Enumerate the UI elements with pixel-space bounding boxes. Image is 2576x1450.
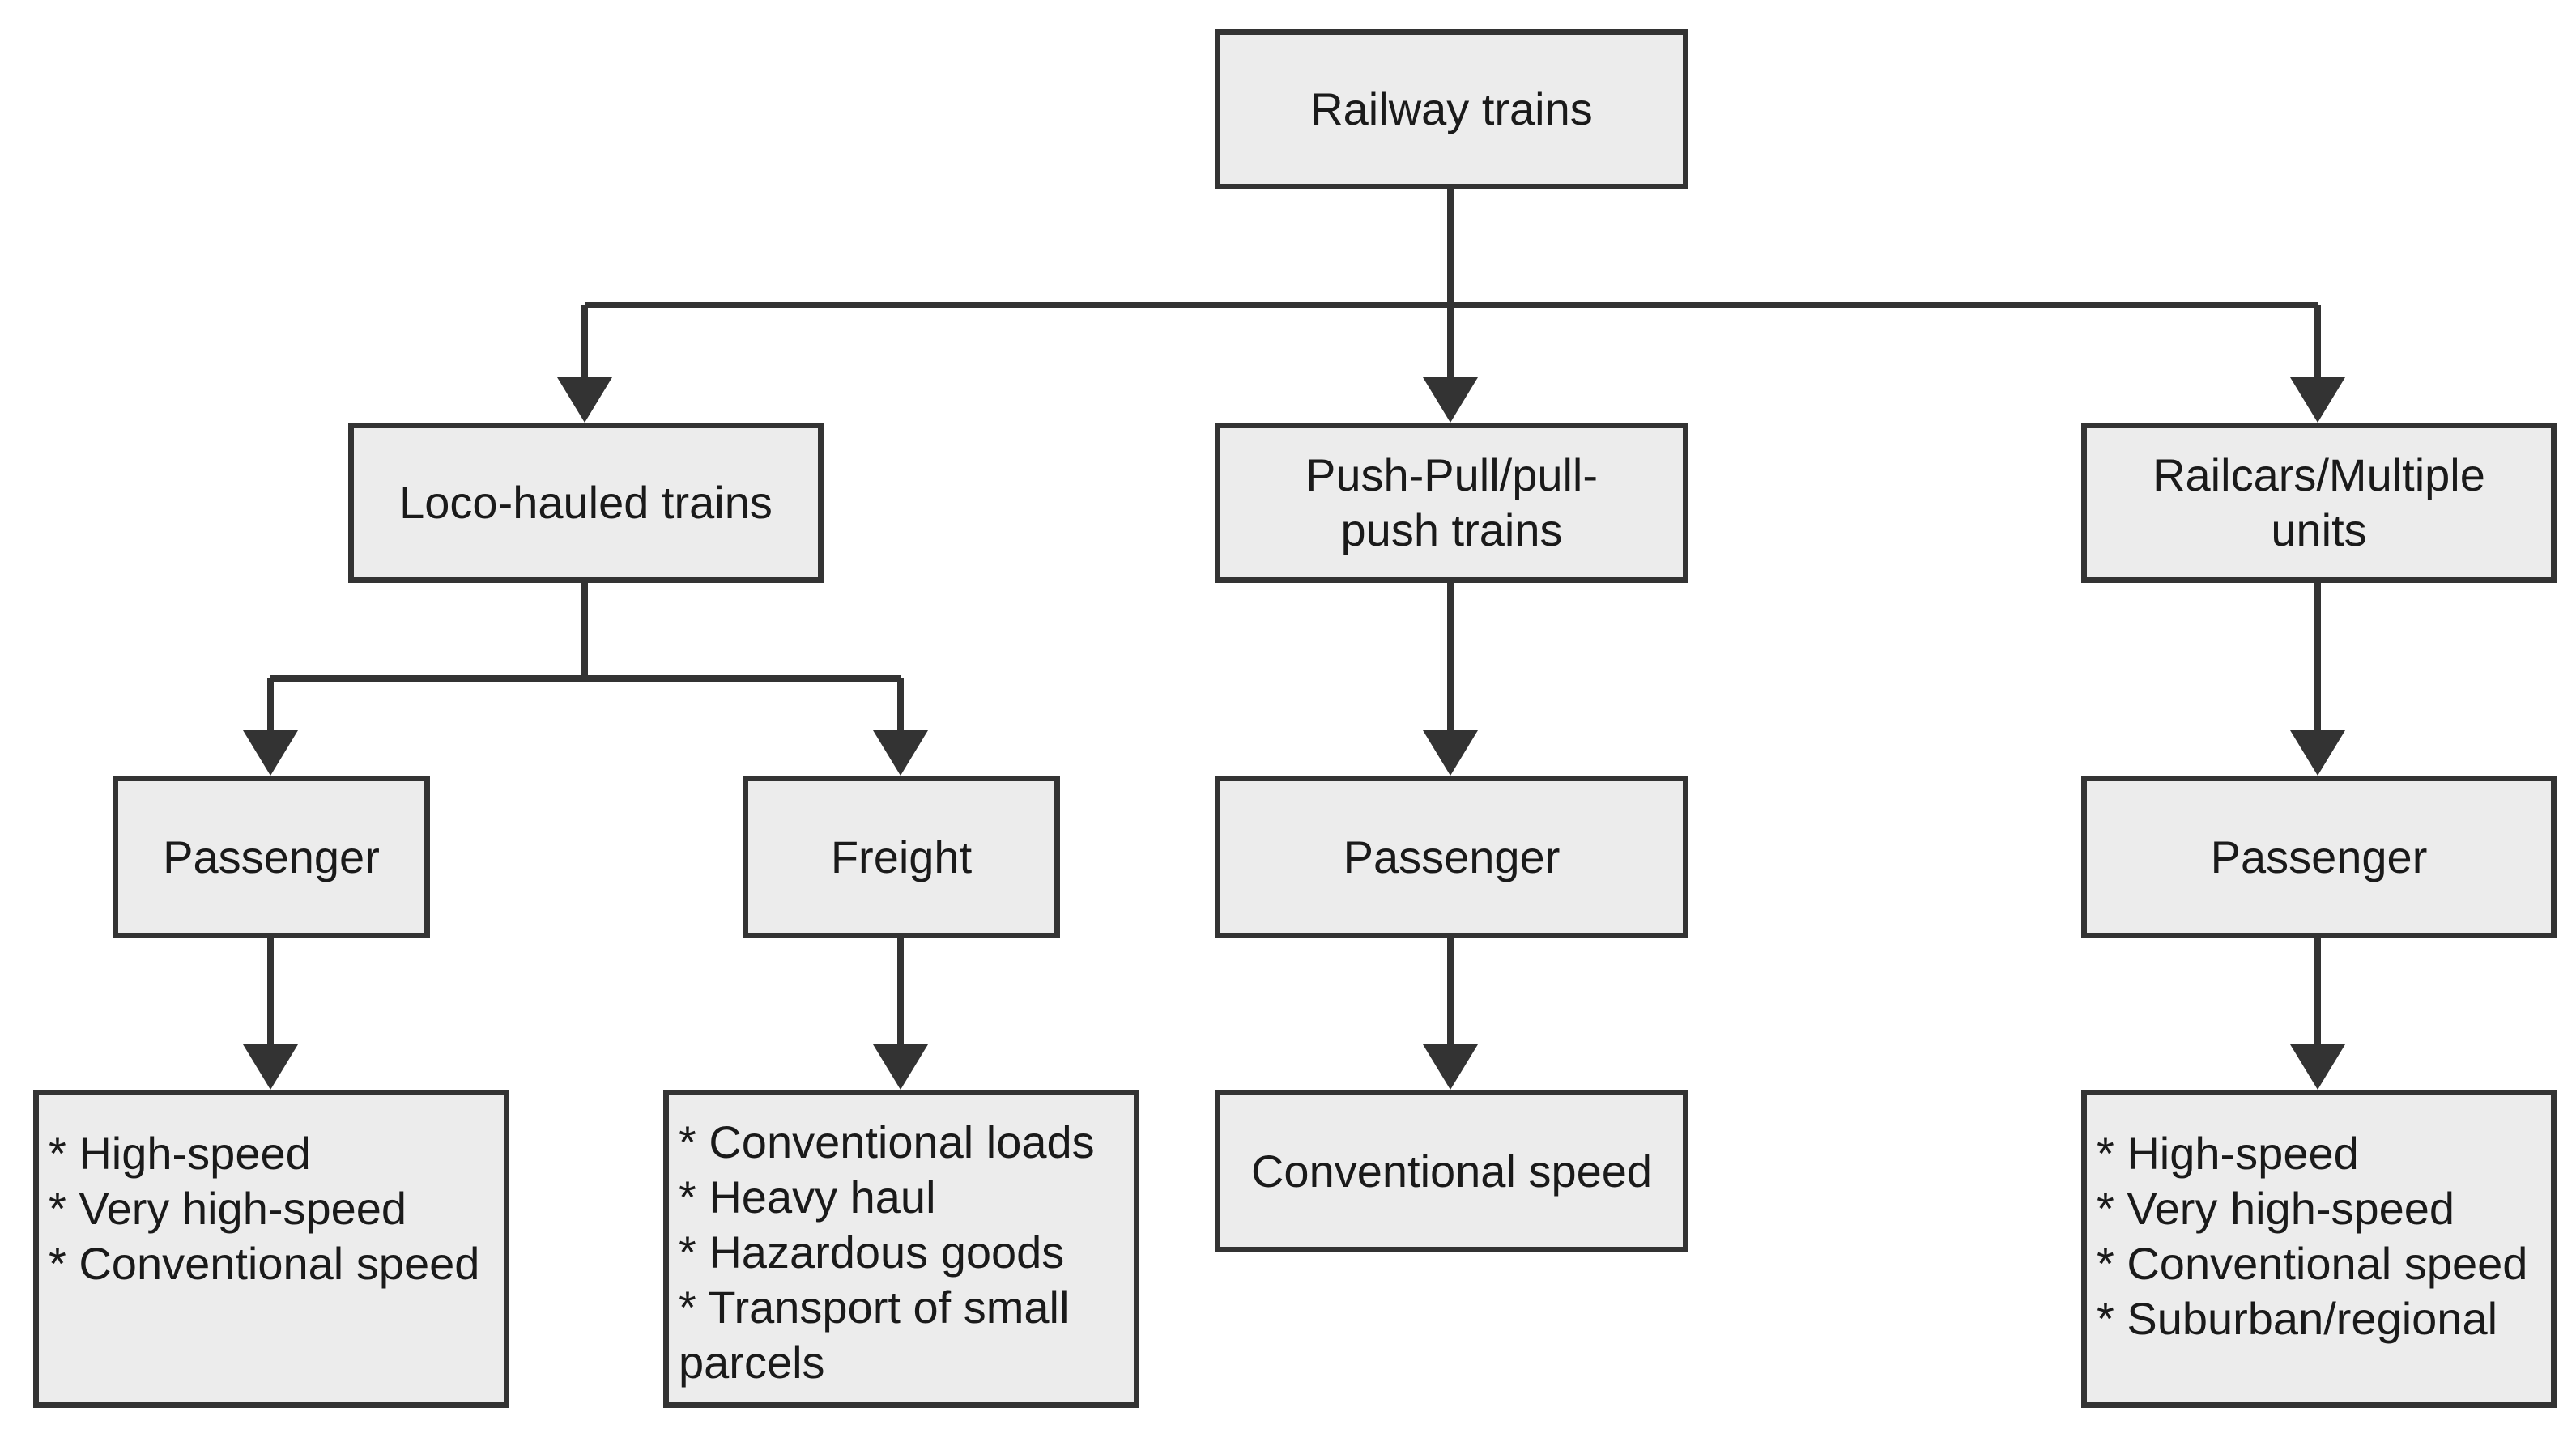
arrowhead-loco-passenger-types xyxy=(243,1044,298,1090)
node-pushpull-passenger: Passenger xyxy=(1215,776,1688,938)
list-item: * Heavy haul xyxy=(679,1171,936,1223)
node-loco-hauled-trains-label: Loco-hauled trains xyxy=(399,477,773,528)
node-pushpull-passenger-types-label: Conventional speed xyxy=(1250,1145,1653,1197)
arrowhead-loco xyxy=(557,377,612,423)
node-loco-passenger-label: Passenger xyxy=(163,831,380,882)
list-item: * Suburban/regional xyxy=(2097,1293,2498,1344)
node-loco-passenger-types: * High-speed * Very high-speed * Convent… xyxy=(33,1090,509,1408)
arrowhead-railcars xyxy=(2290,377,2345,423)
node-push-pull-trains-label: Push-Pull/pull-push trains xyxy=(1305,449,1599,555)
arrowhead-loco-freight-types xyxy=(873,1044,928,1090)
list-item: * Very high-speed xyxy=(2097,1183,2455,1234)
node-loco-passenger: Passenger xyxy=(113,776,430,938)
list-item: * Very high-speed xyxy=(49,1183,407,1234)
list-item: * Conventional speed xyxy=(49,1238,480,1289)
node-loco-freight-types: * Conventional loads * Heavy haul * Haza… xyxy=(663,1090,1139,1408)
node-loco-hauled-trains: Loco-hauled trains xyxy=(348,423,824,583)
arrowhead-pushpull-passenger xyxy=(1423,730,1478,776)
arrowhead-railcars-passenger xyxy=(2290,730,2345,776)
list-item: * Conventional speed xyxy=(2097,1238,2528,1289)
node-railcars-passenger-types: * High-speed * Very high-speed * Convent… xyxy=(2081,1090,2557,1408)
arrowhead-loco-freight xyxy=(873,730,928,776)
node-loco-freight: Freight xyxy=(743,776,1060,938)
list-item: * Hazardous goods xyxy=(679,1227,1065,1278)
node-railcars-multiple-units: Railcars/Multiple units xyxy=(2081,423,2557,583)
node-pushpull-passenger-types: Conventional speed xyxy=(1215,1090,1688,1252)
node-railcars-passenger-label: Passenger xyxy=(2210,831,2428,882)
node-railway-trains-label: Railway trains xyxy=(1310,83,1593,134)
node-loco-freight-label: Freight xyxy=(830,831,973,882)
node-pushpull-passenger-label: Passenger xyxy=(1343,831,1561,882)
list-item: * Conventional loads xyxy=(679,1116,1095,1167)
arrowhead-railcars-passenger-types xyxy=(2290,1044,2345,1090)
node-railcars-multiple-units-label: Railcars/Multiple units xyxy=(2152,449,2485,555)
list-item: * Transport of small parcels xyxy=(679,1282,1070,1388)
arrowhead-loco-passenger xyxy=(243,730,298,776)
list-item: * High-speed xyxy=(49,1128,311,1179)
list-item: * High-speed xyxy=(2097,1128,2359,1179)
node-railway-trains: Railway trains xyxy=(1215,29,1688,189)
arrowhead-pushpull-passenger-types xyxy=(1423,1044,1478,1090)
node-push-pull-trains: Push-Pull/pull-push trains xyxy=(1215,423,1688,583)
arrowhead-pushpull xyxy=(1423,377,1478,423)
node-railcars-passenger: Passenger xyxy=(2081,776,2557,938)
